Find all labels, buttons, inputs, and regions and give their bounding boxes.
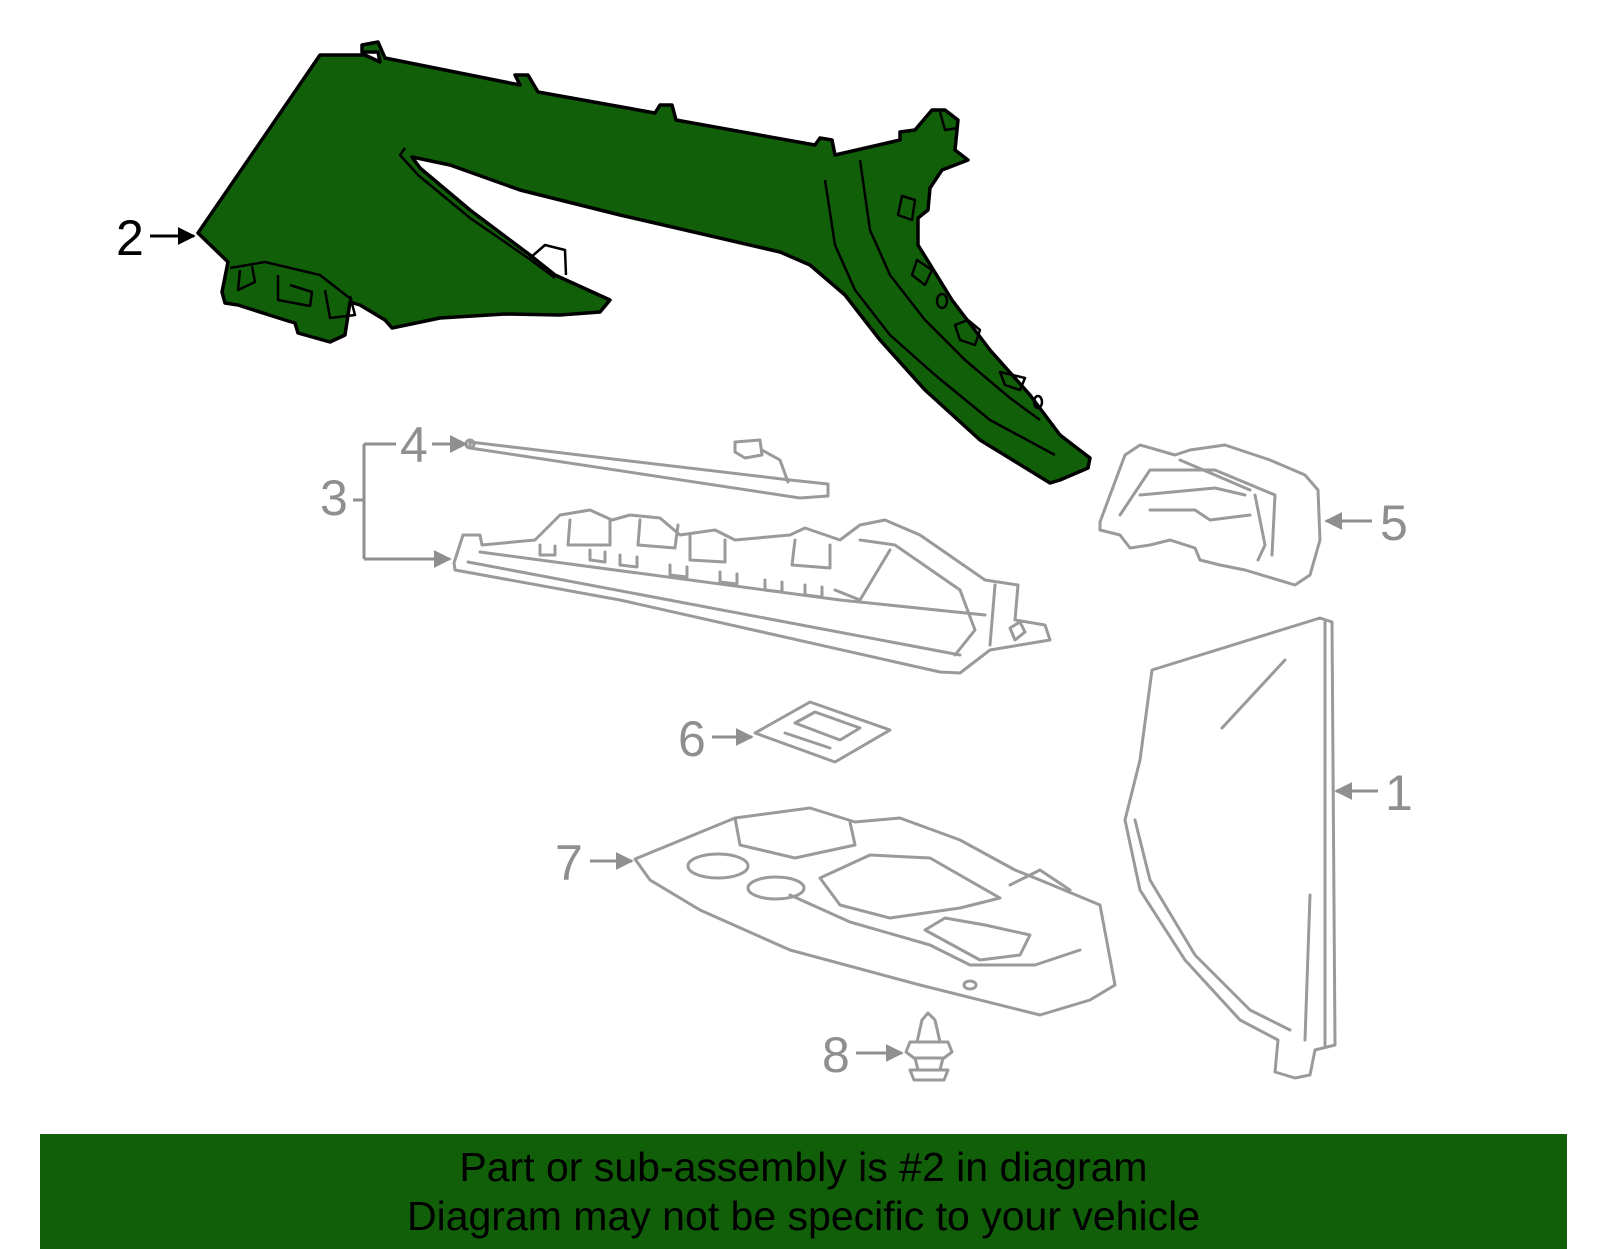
- parts-diagram: 2 4 3: [116, 40, 1413, 1083]
- callout-8-label: 8: [822, 1027, 850, 1083]
- banner-disclaimer: Diagram may not be specific to your vehi…: [406, 1192, 1200, 1239]
- callout-3-label: 3: [320, 470, 348, 526]
- part-8-push-pin[interactable]: [904, 1011, 954, 1082]
- info-banner: Part or sub-assembly is #2 in diagram Di…: [40, 1134, 1567, 1249]
- callout-7-label: 7: [555, 835, 583, 891]
- part-3-lamp-assembly[interactable]: [452, 508, 1052, 675]
- callout-5-label: 5: [1380, 495, 1408, 551]
- banner-part-note: Part or sub-assembly is #2 in diagram: [459, 1143, 1148, 1190]
- part-4-wire-harness[interactable]: [464, 438, 830, 500]
- part-2-trim-panel[interactable]: [196, 40, 1092, 485]
- part-7-insulator[interactable]: [633, 806, 1117, 1017]
- part-6-pad[interactable]: [753, 700, 892, 764]
- callout-6-label: 6: [678, 711, 706, 767]
- callout-2-label: 2: [116, 210, 144, 266]
- part-1-side-panel[interactable]: [1123, 616, 1337, 1080]
- callout-1-label: 1: [1385, 765, 1413, 821]
- part-5-bracket[interactable]: [1098, 443, 1322, 587]
- callout-4-label: 4: [400, 417, 428, 473]
